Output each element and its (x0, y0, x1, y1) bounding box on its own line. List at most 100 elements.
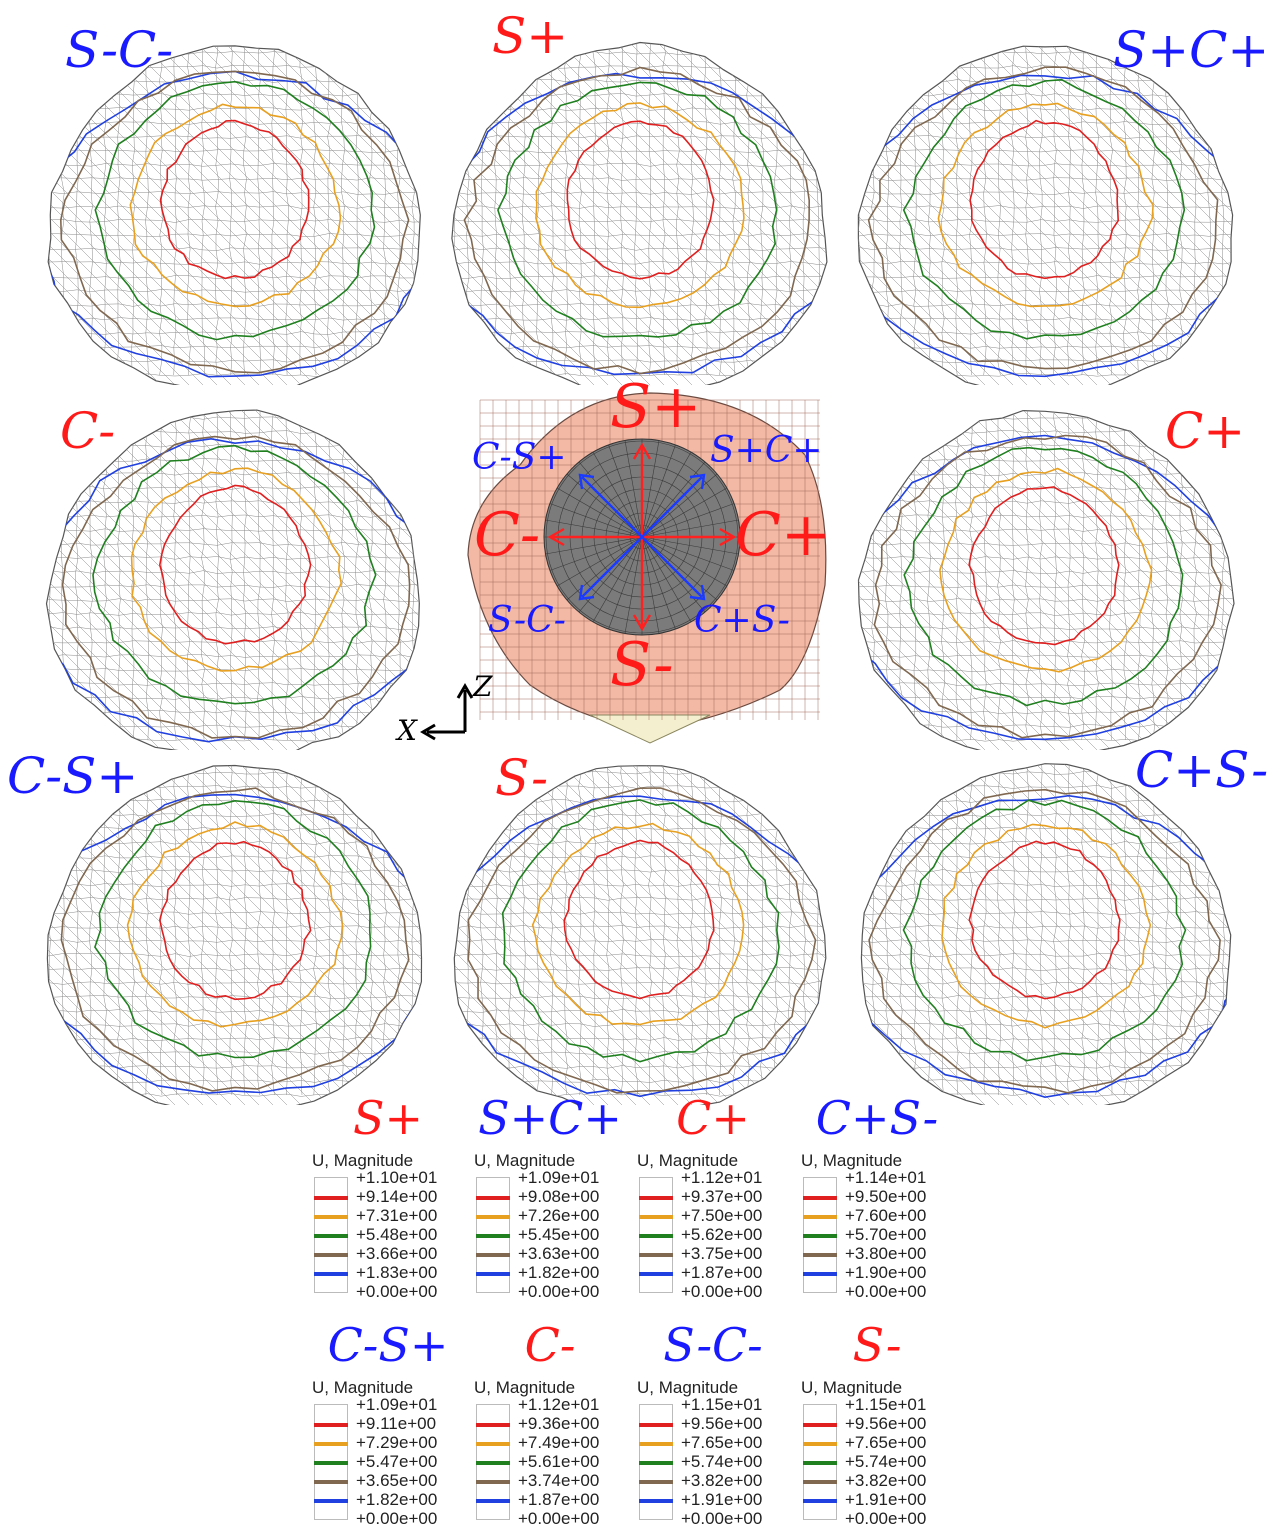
legend-swatch (314, 1518, 348, 1522)
legend-swatch (314, 1442, 348, 1446)
legend-value: +7.31e+00 (356, 1206, 438, 1225)
mesh-shape (857, 409, 1235, 750)
legend-row: +5.45e+00 (476, 1226, 636, 1244)
mesh-shape (47, 45, 421, 385)
legend-value: +1.09e+01 (356, 1395, 438, 1414)
legend-4: C+S-U, Magnitude+1.14e+01+9.50e+00+7.60e… (797, 1095, 957, 1301)
legend-value: +1.12e+01 (518, 1395, 600, 1414)
legend-value: +0.00e+00 (518, 1282, 600, 1301)
dir-label-left: C- (474, 500, 541, 570)
legend-title: S+C+ (478, 1091, 622, 1145)
legend-value: +1.10e+01 (356, 1168, 438, 1187)
legend-row: +7.65e+00 (639, 1434, 799, 1452)
legend-value: +1.15e+01 (845, 1395, 927, 1414)
legend-row: +3.66e+00 (314, 1245, 474, 1263)
legend-swatch (476, 1196, 510, 1200)
legend-row: +5.47e+00 (314, 1453, 474, 1471)
legend-5: C-S+U, Magnitude+1.09e+01+9.11e+00+7.29e… (308, 1318, 468, 1528)
legend-row: +0.00e+00 (639, 1283, 799, 1301)
legend-swatch (639, 1253, 673, 1257)
legend-swatch (803, 1234, 837, 1238)
legend-swatch (639, 1177, 673, 1181)
mesh-panel-c-plus: C+ (845, 390, 1245, 750)
legend-row: +9.36e+00 (476, 1415, 636, 1433)
legend-row: +5.61e+00 (476, 1453, 636, 1471)
legend-row: +7.29e+00 (314, 1434, 474, 1452)
legend-swatch (803, 1499, 837, 1503)
legend-3: C+U, Magnitude+1.12e+01+9.37e+00+7.50e+0… (633, 1095, 793, 1301)
legend-row: +9.14e+00 (314, 1188, 474, 1206)
legend-value: +9.14e+00 (356, 1187, 438, 1206)
dir-label-bottom-left: S-C- (488, 600, 566, 641)
legend-value: +9.08e+00 (518, 1187, 600, 1206)
legend-row: +5.74e+00 (639, 1453, 799, 1471)
panel-title: C-S+ (7, 747, 139, 805)
axis-x-label: X (397, 714, 417, 747)
legend-row: +1.83e+00 (314, 1264, 474, 1282)
legend-swatch (476, 1177, 510, 1181)
legend-row: +7.49e+00 (476, 1434, 636, 1452)
legend-swatch (314, 1404, 348, 1408)
axis-triad: Z X (395, 670, 505, 750)
legend-header: U, Magnitude (637, 1378, 739, 1397)
legend-swatch (314, 1196, 348, 1200)
legend-value: +0.00e+00 (845, 1509, 927, 1528)
legend-value: +3.80e+00 (845, 1244, 927, 1263)
legend-value: +9.56e+00 (681, 1414, 763, 1433)
legend-swatch (476, 1234, 510, 1238)
mesh-shape (453, 765, 827, 1105)
panel-title: C+S- (1135, 741, 1269, 799)
legend-row: +1.12e+01 (639, 1169, 799, 1187)
legend-value: +5.62e+00 (681, 1225, 763, 1244)
legend-row: +1.14e+01 (803, 1169, 963, 1187)
panel-title: S-C- (65, 21, 174, 79)
legend-swatch (803, 1404, 837, 1408)
mesh-panel-c-minus: C- (35, 390, 435, 750)
legend-title: C-S+ (327, 1318, 449, 1372)
legend-value: +9.37e+00 (681, 1187, 763, 1206)
legend-header: U, Magnitude (474, 1378, 576, 1397)
legend-swatch (803, 1291, 837, 1295)
legend-swatch (639, 1423, 673, 1427)
legend-title: C- (524, 1318, 576, 1372)
legend-row: +1.12e+01 (476, 1396, 636, 1414)
dir-label-top-right: S+C+ (710, 430, 823, 471)
dir-label-bottom-right: C+S- (694, 600, 790, 641)
legend-row: +1.87e+00 (639, 1264, 799, 1282)
legend-row: +1.87e+00 (476, 1491, 636, 1509)
legend-row: +3.65e+00 (314, 1472, 474, 1490)
legend-value: +0.00e+00 (356, 1509, 438, 1528)
legend-7: S-C-U, Magnitude+1.15e+01+9.56e+00+7.65e… (633, 1322, 793, 1528)
legend-swatch (639, 1272, 673, 1276)
legend-swatch (476, 1272, 510, 1276)
legend-value: +3.82e+00 (845, 1471, 927, 1490)
legend-header: U, Magnitude (474, 1151, 576, 1170)
legend-row: +9.08e+00 (476, 1188, 636, 1206)
legend-swatch (639, 1442, 673, 1446)
legend-swatch (803, 1480, 837, 1484)
legend-swatch (476, 1499, 510, 1503)
legend-row: +9.56e+00 (639, 1415, 799, 1433)
legend-swatch (639, 1291, 673, 1295)
legend-value: +1.82e+00 (356, 1490, 438, 1509)
legend-value: +7.26e+00 (518, 1206, 600, 1225)
legend-row: +5.62e+00 (639, 1226, 799, 1244)
legend-swatch (639, 1461, 673, 1465)
legend-header: U, Magnitude (312, 1378, 414, 1397)
legend-swatch (314, 1272, 348, 1276)
legend-value: +5.48e+00 (356, 1225, 438, 1244)
mesh-shape (860, 763, 1232, 1105)
mesh-panel-s-minus: S- (440, 745, 840, 1105)
legend-swatch (803, 1442, 837, 1446)
legend-value: +9.50e+00 (845, 1187, 927, 1206)
legend-value: +1.91e+00 (681, 1490, 763, 1509)
legend-swatch (803, 1461, 837, 1465)
legend-swatch (476, 1404, 510, 1408)
legend-swatch (639, 1518, 673, 1522)
legend-swatch (803, 1423, 837, 1427)
legend-row: +1.82e+00 (314, 1491, 474, 1509)
legend-swatch (476, 1442, 510, 1446)
legend-value: +1.91e+00 (845, 1490, 927, 1509)
legend-value: +3.63e+00 (518, 1244, 600, 1263)
mesh-panel-sc-minus: S-C- (35, 25, 435, 385)
